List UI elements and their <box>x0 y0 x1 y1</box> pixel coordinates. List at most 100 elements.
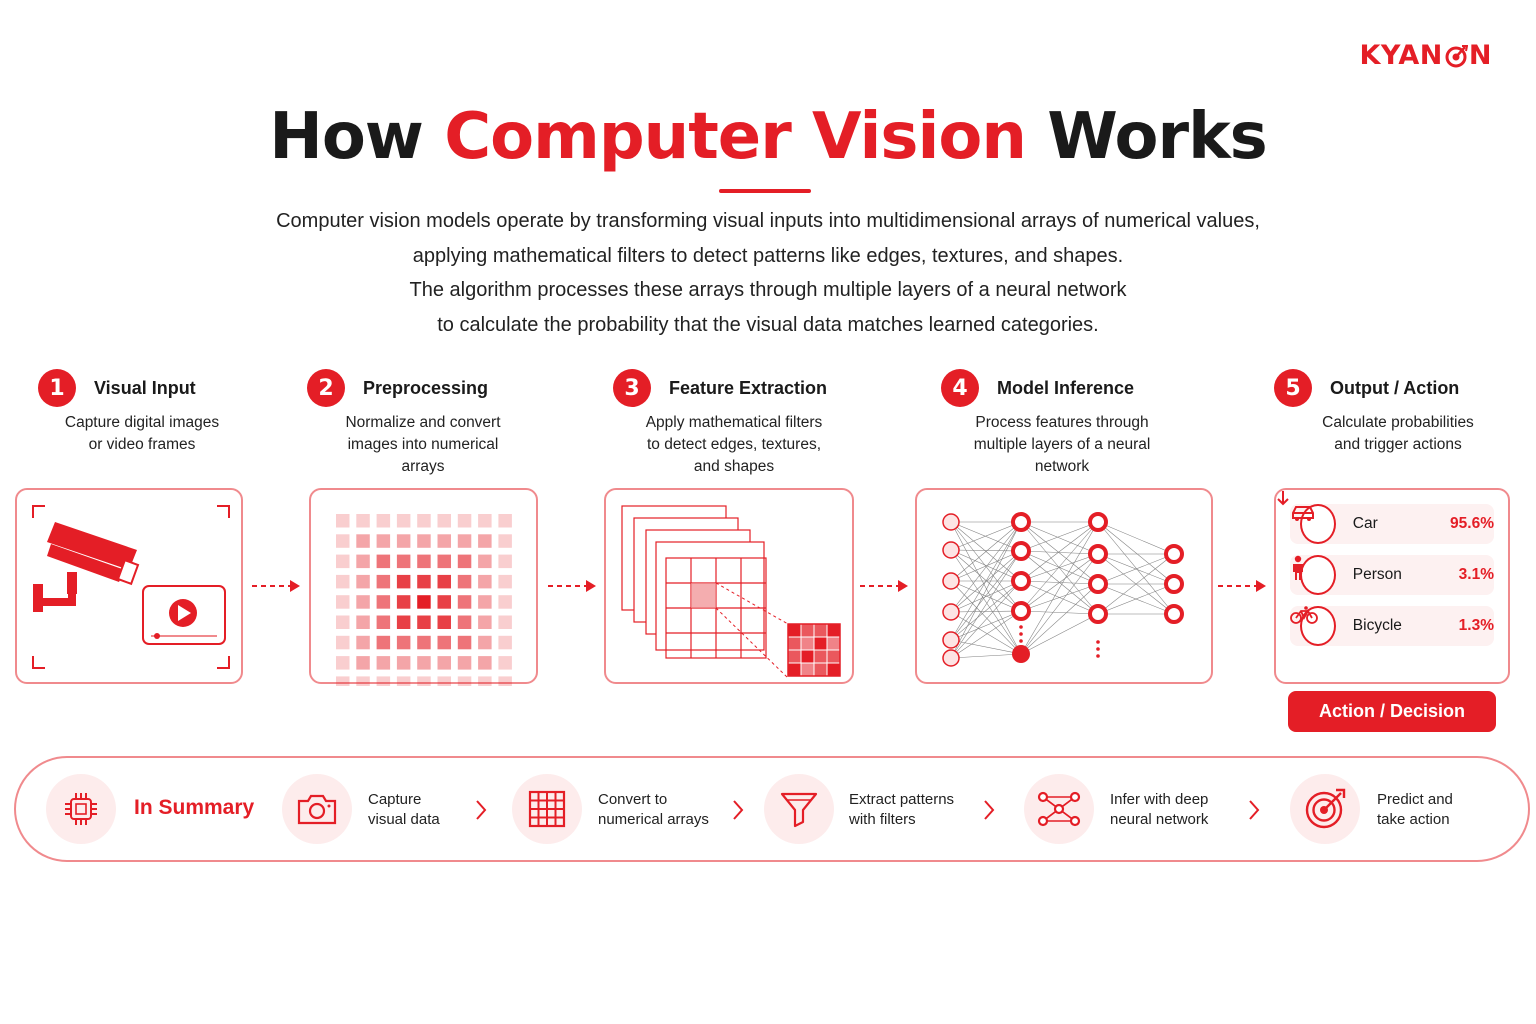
label-line: neural network <box>1110 811 1209 828</box>
pixel-cell <box>336 514 350 528</box>
arrow-right-icon <box>252 580 300 592</box>
pixel-cell <box>437 656 451 670</box>
connection-line <box>950 639 1022 655</box>
pixel-cell <box>376 574 391 589</box>
pixel-cell <box>437 635 451 650</box>
connection-line <box>1020 610 1099 615</box>
connection-line <box>1020 521 1099 615</box>
connection-line <box>1097 521 1175 585</box>
kyanon-logo: KYAN N <box>1360 40 1493 71</box>
pixel-cell <box>396 656 411 670</box>
connection-line <box>950 521 1022 655</box>
connection-line <box>950 550 1022 659</box>
pixel-cell <box>376 676 391 686</box>
pixel-cell <box>498 635 512 650</box>
pixel-cell <box>457 615 472 629</box>
pixel-cell <box>396 574 411 589</box>
pixel-cell <box>498 574 512 589</box>
connection-line <box>950 549 1022 582</box>
pixel-cell <box>498 554 512 569</box>
neuron <box>1164 604 1184 624</box>
pixel-cell <box>478 554 492 569</box>
logo-text-start: KYAN <box>1359 40 1443 71</box>
pixel-cell <box>376 534 391 548</box>
kernel-cell <box>787 649 802 664</box>
pixel-cell <box>417 656 431 670</box>
filter-stack-illustration <box>621 505 841 679</box>
result-probability: 3.1% <box>1458 566 1494 583</box>
kernel-cell <box>813 636 828 651</box>
intro-line: The algorithm processes these arrays thr… <box>409 279 1127 301</box>
connection-line <box>950 580 1022 641</box>
label-line: Predict and <box>1377 791 1453 808</box>
camera-and-video-illustration <box>32 505 230 669</box>
step-4-header: 4 Model Inference <box>941 369 1134 407</box>
label-line: Infer with deep <box>1110 791 1209 808</box>
pixel-cell <box>417 595 431 609</box>
pixel-cell <box>376 656 391 670</box>
intro-paragraph: Computer vision models operate by transf… <box>200 204 1336 342</box>
arrow-right-icon <box>548 580 596 592</box>
connection-line <box>1097 583 1175 615</box>
connection-line <box>950 580 1022 613</box>
pixel-cell <box>356 615 370 629</box>
step-4-description: Process features through multiple layers… <box>932 412 1192 478</box>
neuron <box>1088 574 1108 594</box>
step-title: Output / Action <box>1330 377 1460 398</box>
pixel-cell <box>396 676 411 686</box>
neuron <box>1011 601 1031 621</box>
label-line: with filters <box>849 811 916 828</box>
connection-line <box>950 521 1022 659</box>
pixel-cell <box>336 656 350 670</box>
action-decision-button[interactable]: Action / Decision <box>1288 691 1496 732</box>
pixel-cell <box>376 615 391 629</box>
pixel-cell <box>498 595 512 609</box>
connection-line <box>950 580 1022 612</box>
pixel-cell <box>336 595 350 609</box>
result-row-car: Car 95.6% <box>1290 504 1494 544</box>
arrow-right-icon <box>1218 580 1266 592</box>
neuron <box>1164 574 1184 594</box>
pixel-cell <box>417 514 431 528</box>
step-number-badge: 1 <box>38 369 76 407</box>
visual-input-panel <box>15 488 243 684</box>
funnel-icon <box>764 774 834 844</box>
person-icon <box>1293 555 1336 595</box>
output-panel: Car 95.6% Person 3.1% Bicycle 1.3% <box>1274 488 1510 684</box>
pixel-cell <box>478 595 492 609</box>
pixel-cell <box>498 676 512 686</box>
neural-network-illustration <box>942 512 1184 667</box>
neuron <box>942 603 960 621</box>
feature-extraction-panel <box>604 488 854 684</box>
summary-title: In Summary <box>134 796 255 819</box>
connection-line <box>950 549 1022 552</box>
pixel-cell <box>457 656 472 670</box>
connection-line <box>1020 521 1099 582</box>
step-title: Feature Extraction <box>669 377 828 398</box>
result-row-bicycle: Bicycle 1.3% <box>1290 606 1494 646</box>
pixel-cell <box>376 635 391 650</box>
pixel-cell <box>356 595 370 609</box>
pixel-cell <box>336 676 350 686</box>
pixel-cell <box>457 676 472 686</box>
desc-line: multiple layers of a neural <box>973 436 1151 453</box>
pixel-cell <box>478 635 492 650</box>
car-icon <box>1292 504 1336 544</box>
pixel-cell <box>478 656 492 670</box>
connection-line <box>1020 521 1099 585</box>
kernel-cell <box>826 623 841 638</box>
kernel-cell <box>813 649 828 664</box>
desc-line: Apply mathematical filters <box>645 414 823 431</box>
pixel-cell <box>336 574 350 589</box>
intro-line: applying mathematical filters to detect … <box>412 244 1124 267</box>
network-icon <box>1024 774 1094 844</box>
step-2-description: Normalize and convert images into numeri… <box>303 412 543 478</box>
ellipsis-dot <box>1096 647 1100 651</box>
model-inference-panel <box>915 488 1213 684</box>
pixel-cell <box>437 676 451 686</box>
pixel-cell <box>478 534 492 548</box>
pixel-cell <box>376 514 391 528</box>
connection-line <box>1020 553 1099 655</box>
